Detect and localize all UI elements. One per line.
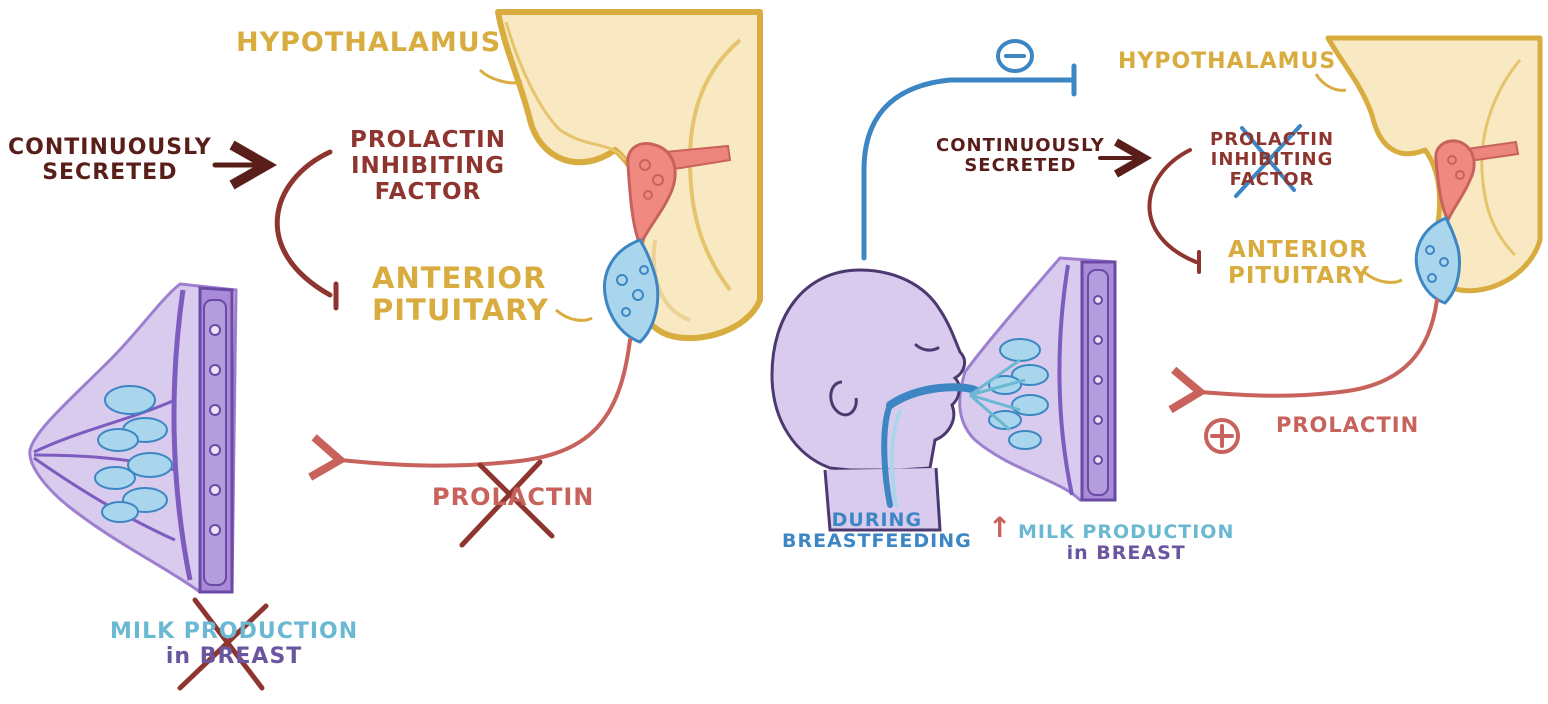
right-anterior-line1: ANTERIOR (1228, 237, 1368, 263)
left-pituitary-leader (555, 308, 593, 322)
right-pif-cross (1234, 124, 1302, 198)
right-pituitary-leader (1363, 270, 1403, 284)
minus-icon (996, 39, 1034, 73)
right-prolactin-arrow (1168, 298, 1439, 414)
right-milk-line1: MILK PRODUCTION (1018, 521, 1235, 543)
right-pif-label: PROLACTIN INHIBITING FACTOR (1210, 129, 1335, 191)
left-prolactin-arrow (308, 338, 632, 481)
right-hypothalamus-label: HYPOTHALAMUS (1118, 49, 1337, 74)
left-pif-label: PROLACTIN INHIBITING FACTOR (350, 127, 506, 205)
right-inhibition-curve (1147, 148, 1198, 264)
left-hypothalamus-leader (478, 68, 523, 85)
baby-illustration (770, 268, 1026, 532)
left-hypothalamus-label: HYPOTHALAMUS (236, 27, 502, 58)
right-breast-illustration (958, 256, 1117, 502)
during-line2: BREASTFEEDING (782, 530, 972, 553)
left-anterior-line2: PITUITARY (372, 293, 549, 328)
right-anterior-line2: PITUITARY (1228, 262, 1371, 289)
right-hypothalamus-leader (1314, 73, 1347, 92)
right-feedback-arrow (861, 77, 1077, 261)
left-milk-production-label: MILK PRODUCTION in BREAST (110, 619, 359, 669)
left-anterior-pituitary-label: ANTERIOR PITUITARY (372, 262, 549, 327)
left-continuously-line1: CONTINUOUSLY (8, 135, 212, 160)
right-pif-line3: FACTOR (1229, 169, 1315, 191)
left-pif-line1: PROLACTIN (350, 127, 506, 153)
left-pituitary-illustration (603, 142, 732, 344)
right-pif-line2: INHIBITING (1210, 149, 1334, 171)
right-continuously-line1: CONTINUOUSLY (936, 135, 1105, 156)
right-pif-line1: PROLACTIN (1210, 129, 1335, 150)
right-pituitary-illustration (1414, 139, 1520, 305)
plus-icon (1204, 418, 1240, 454)
during-line1: DURING (831, 509, 923, 531)
right-anterior-pituitary-label: ANTERIOR PITUITARY (1228, 237, 1371, 290)
left-prolactin-label: PROLACTIN (432, 483, 595, 511)
left-milk-line2: in BREAST (165, 643, 303, 669)
right-continuously-line2: SECRETED (964, 155, 1077, 177)
left-inhibition-curve (274, 149, 333, 298)
during-breastfeeding-label: DURING BREASTFEEDING (782, 509, 972, 553)
right-prolactin-label: PROLACTIN (1276, 413, 1420, 437)
left-prolactin-cross (459, 459, 555, 548)
right-milk-line2: in BREAST (1066, 542, 1186, 565)
left-continuously-secreted-label: CONTINUOUSLY SECRETED (8, 135, 212, 185)
left-breast-illustration (28, 282, 238, 594)
left-pif-line2: INHIBITING (350, 152, 506, 179)
left-continuously-line2: SECRETED (42, 159, 178, 185)
up-arrow-icon: ↑ (988, 511, 1013, 544)
left-hypothalamus-illustration (495, 9, 763, 342)
left-milk-cross (177, 597, 269, 691)
left-pif-line3: FACTOR (374, 178, 482, 205)
right-continuously-secreted-label: CONTINUOUSLY SECRETED (936, 135, 1105, 177)
left-milk-line1: MILK PRODUCTION (110, 619, 359, 644)
right-milk-production-label: MILK PRODUCTION in BREAST (1018, 521, 1235, 565)
left-anterior-line1: ANTERIOR (372, 261, 547, 295)
